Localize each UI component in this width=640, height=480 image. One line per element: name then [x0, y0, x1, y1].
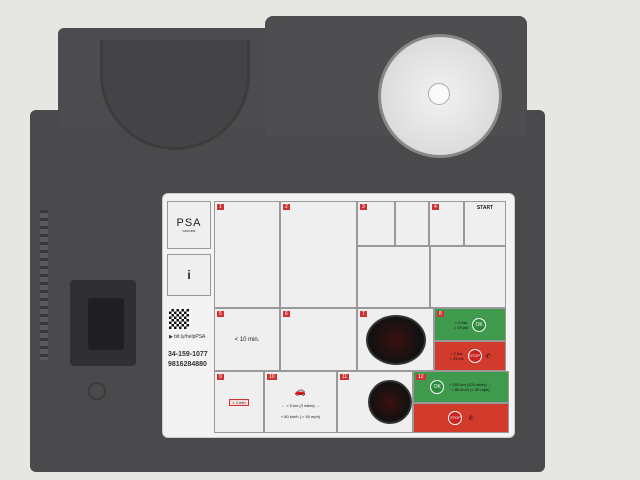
pressure-low-bar: < 2 bar [450, 351, 463, 356]
ok-icon: OK [430, 380, 445, 394]
manual-icon: i [167, 254, 211, 296]
step-3-illustration [357, 246, 430, 308]
phone-icon: ✆ [485, 353, 491, 360]
step-12-stop: STOP ✆ [413, 403, 509, 433]
power-switch[interactable] [88, 298, 124, 350]
drive-speed: < 80 km/h ( < 50 mph) [280, 413, 321, 419]
step-12-ok: 12 OK < 200 km (120 miles) →< 80 km/h (<… [413, 371, 509, 403]
pressure-ok-bar: > 2 bar [454, 319, 468, 325]
step-number: 10 [267, 374, 277, 380]
step-number: 12 [416, 374, 426, 380]
step-1: 1 [214, 201, 280, 308]
gauge-dial-icon [368, 380, 412, 424]
step-number: 8 [437, 311, 444, 317]
psa-logo: PSA GROUPE [167, 201, 211, 249]
step-number: 4 [432, 204, 439, 210]
drive-distance: ← < 5 km (3 miles) → [281, 402, 320, 408]
step-number: 6 [283, 311, 290, 317]
step-number: 11 [340, 374, 350, 380]
valve-time: < 1 min [229, 398, 249, 406]
car-icon: 🚗 [294, 385, 307, 396]
inflate-time: < 10 min. [234, 336, 260, 343]
step-number: 7 [360, 311, 367, 317]
step-4: 4 [429, 201, 464, 246]
part-code-2: 9816284880 [168, 361, 207, 368]
info-glyph: i [187, 268, 191, 282]
help-link[interactable]: ▶ bit.ly/helpPSA [169, 334, 206, 340]
step-number: 1 [217, 204, 224, 210]
link-text: bit.ly/helpPSA [174, 334, 206, 340]
step-8-stop: < 2 bar< 29 psi STOP✆ [434, 341, 506, 371]
instruction-label: PSA GROUPE i ▶ bit.ly/helpPSA 34-159-107… [162, 193, 515, 438]
ok-icon: OK [472, 317, 487, 332]
step-number: 5 [217, 311, 224, 317]
step-3: 3 [357, 201, 395, 246]
part-code-1: 34-159-1077 [168, 351, 208, 358]
qr-code [169, 309, 189, 329]
step-11: 11 [337, 371, 413, 433]
step-5: 5 < 10 min. [214, 308, 280, 371]
step-10: 10 🚗 ← < 5 km (3 miles) → < 80 km/h ( < … [264, 371, 337, 433]
step-6: 6 [280, 308, 357, 371]
air-vents [40, 210, 48, 360]
brand-text: PSA [176, 217, 202, 229]
gauge-dial-icon [365, 314, 426, 365]
step-2: 2 [280, 201, 357, 308]
stop-icon: STOP [448, 411, 463, 425]
final-speed: < 80 km/h (< 50 mph) [451, 387, 490, 392]
start-text: START [476, 205, 494, 211]
step-number: 3 [360, 204, 367, 210]
step-8-ok: 8 > 2 bar> 29 psi OK [434, 308, 506, 341]
brand-sub: GROUPE [182, 229, 196, 233]
step-number: 9 [217, 374, 224, 380]
screw-hole [88, 382, 106, 400]
pressure-ok-psi: > 29 psi [453, 324, 469, 330]
start-panel: START [464, 201, 506, 246]
pressure-low-psi: < 29 psi [449, 356, 464, 361]
step-number: 2 [283, 204, 290, 210]
step-3b [395, 201, 429, 246]
step-9: 9 < 1 min [214, 371, 264, 433]
step-4-illustration [430, 246, 506, 308]
phone-icon: ✆ [468, 415, 474, 422]
final-distance: < 200 km (120 miles) → [449, 382, 492, 387]
step-7: 7 [357, 308, 434, 371]
gauge-needle-hub [428, 83, 450, 105]
stop-icon: STOP [467, 349, 482, 363]
